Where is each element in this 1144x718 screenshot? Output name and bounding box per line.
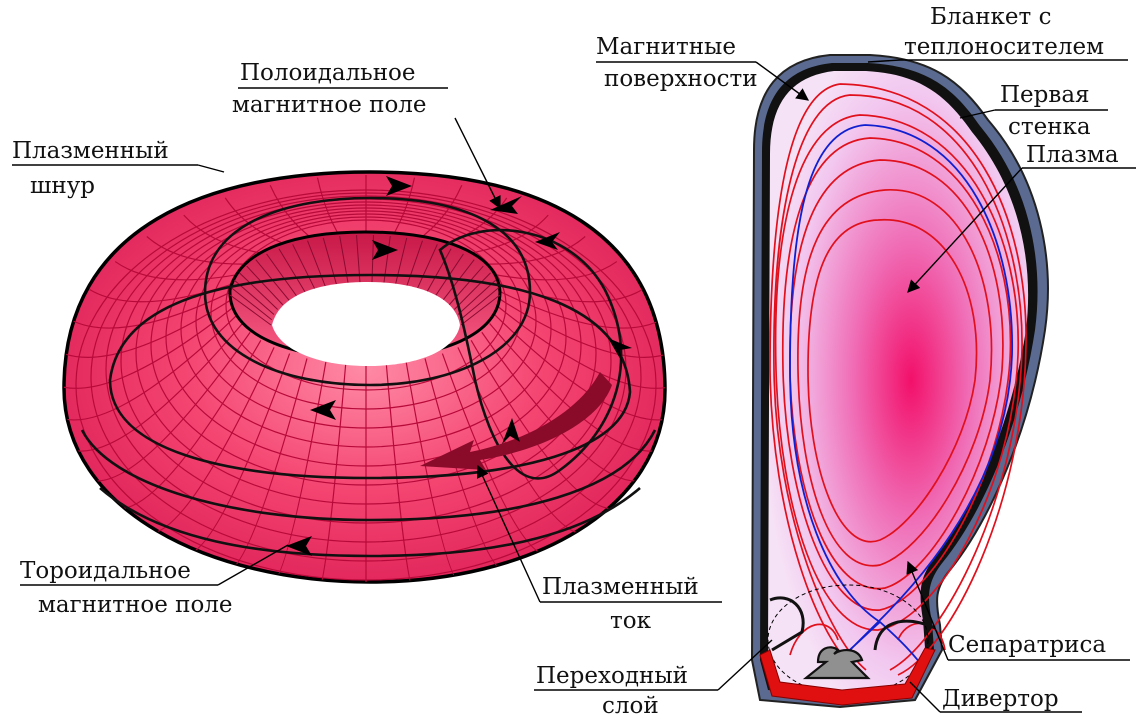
tokamak-cross-section — [752, 55, 1048, 707]
label-line: ток — [610, 608, 652, 634]
label-line: Переходный — [536, 663, 688, 689]
label-line: Первая — [1000, 82, 1090, 108]
label-line: слой — [602, 693, 659, 718]
label-line: магнитное поле — [38, 592, 233, 618]
label-line: шнур — [30, 173, 95, 199]
torus — [56, 172, 676, 595]
label-line: Сепаратриса — [948, 632, 1106, 658]
label-plasma: Плазма — [1026, 142, 1119, 168]
label-line: Плазменный — [542, 574, 699, 600]
label-line: магнитное поле — [232, 92, 427, 118]
label-separatrix: Сепаратриса — [948, 632, 1106, 658]
label-line: Тороидальное — [20, 558, 191, 584]
label-divertor: Дивертор — [942, 686, 1059, 712]
label-plasma-cord: Плазменный шнур — [12, 138, 176, 199]
label-toroidal-field: Тороидальное магнитное поле — [20, 558, 233, 618]
label-blanket: Бланкет с теплоносителем — [904, 4, 1104, 60]
label-magnetic-surfaces: Магнитные поверхности — [596, 34, 758, 92]
label-plasma-current: Плазменный ток — [542, 574, 706, 634]
label-line: Магнитные — [596, 34, 736, 60]
label-first-wall: Первая стенка — [1000, 82, 1097, 140]
label-line: Полоидальное — [240, 60, 416, 86]
label-line: Бланкет с — [930, 4, 1051, 30]
label-line: Плазменный — [12, 138, 169, 164]
label-line: стенка — [1008, 114, 1091, 140]
label-line: Дивертор — [942, 686, 1059, 712]
label-line: поверхности — [604, 66, 758, 92]
label-poloidal-field: Полоидальное магнитное поле — [232, 60, 427, 118]
label-line: теплоносителем — [904, 34, 1104, 60]
label-line: Плазма — [1026, 142, 1119, 168]
